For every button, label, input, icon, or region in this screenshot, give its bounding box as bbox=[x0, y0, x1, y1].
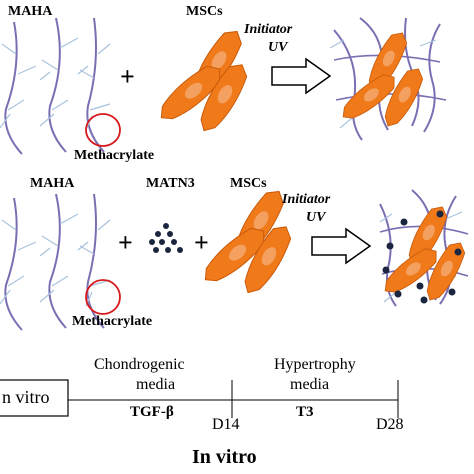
uv-arrow-2 bbox=[311, 228, 371, 264]
initiator-label-2: Initiator bbox=[282, 192, 331, 207]
maha-label-2: MAHA bbox=[30, 176, 75, 191]
methacrylate-circle-1 bbox=[85, 113, 121, 147]
uv-arrow-1 bbox=[271, 58, 331, 94]
plus-1: + bbox=[120, 62, 135, 91]
matn3-dots bbox=[149, 223, 183, 253]
matn3-label: MATN3 bbox=[146, 176, 195, 191]
hypertrophy-label: Hypertrophy bbox=[274, 356, 356, 373]
hypertrophy-media-label: media bbox=[290, 376, 330, 393]
uv-label-1: UV bbox=[268, 40, 288, 55]
in-vitro-box bbox=[0, 379, 69, 417]
maha-polymer-network-1 bbox=[0, 17, 111, 155]
in-vitro-caption: In vitro bbox=[192, 446, 257, 468]
t3-label: T3 bbox=[296, 404, 314, 420]
msc-cells-group-1 bbox=[152, 24, 254, 138]
chondrogenic-label: Chondrogenic bbox=[94, 356, 185, 373]
tgf-beta-label: TGF-β bbox=[130, 404, 174, 420]
methacrylate-label-1: Methacrylate bbox=[74, 148, 155, 163]
methacrylate-circle-2 bbox=[85, 279, 121, 315]
crosslinked-hydrogel-1 bbox=[329, 17, 447, 141]
maha-label-1: MAHA bbox=[8, 4, 53, 19]
plus-2b: + bbox=[194, 228, 209, 257]
maha-polymer-network-2 bbox=[0, 193, 111, 331]
uv-label-2: UV bbox=[306, 210, 326, 225]
msc-label-2: MSCs bbox=[230, 176, 267, 191]
in-vitro-box-label: n vitro bbox=[2, 387, 50, 407]
plus-2a: + bbox=[118, 228, 133, 257]
initiator-label-1: Initiator bbox=[244, 22, 293, 37]
msc-label-1: MSCs bbox=[186, 4, 223, 19]
day-28-label: D28 bbox=[376, 416, 404, 433]
methacrylate-label-2: Methacrylate bbox=[72, 314, 153, 329]
day-14-label: D14 bbox=[212, 416, 240, 433]
crosslinked-hydrogel-2 bbox=[378, 189, 471, 307]
chondrogenic-media-label: media bbox=[136, 376, 176, 393]
